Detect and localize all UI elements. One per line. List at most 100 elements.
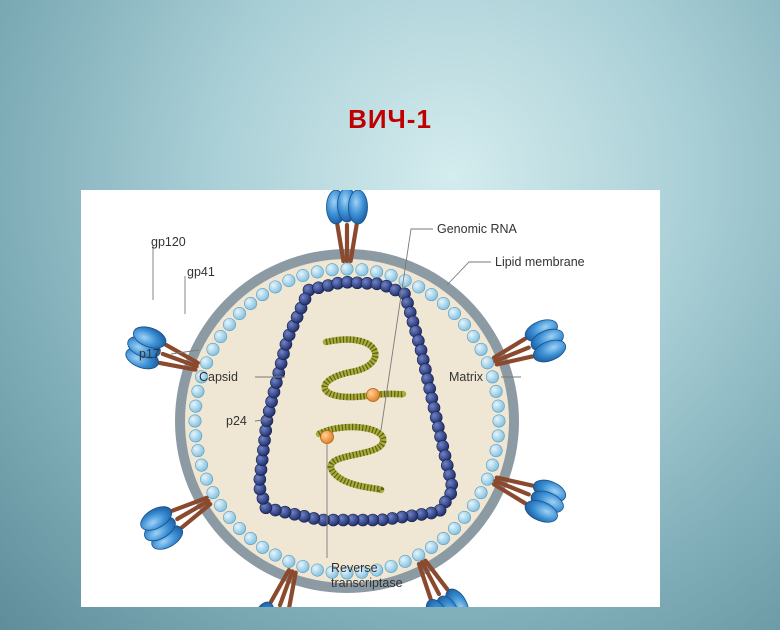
matrix-bead: [480, 472, 494, 486]
matrix-bead: [206, 342, 220, 356]
hiv-structure-diagram: gp120 gp41 p17 Capsid p24 Genomic RNA Li…: [81, 190, 660, 607]
matrix-bead: [189, 399, 203, 413]
gp120-knob: [445, 588, 470, 607]
matrix-bead: [412, 548, 426, 562]
matrix-bead: [474, 342, 488, 356]
gp41-stalk: [157, 360, 198, 372]
matrix-protein-ring: [188, 262, 506, 580]
gp120-knob: [140, 506, 173, 531]
capsid-protein-chain: [253, 275, 459, 527]
matrix-bead: [466, 498, 480, 512]
capsid-bead: [298, 292, 312, 306]
matrix-bead: [447, 521, 461, 535]
matrix-bead: [282, 554, 296, 568]
matrix-bead: [491, 399, 505, 413]
matrix-bead: [296, 559, 310, 573]
matrix-bead: [480, 356, 494, 370]
matrix-bead: [191, 444, 205, 458]
gp41-stalk: [175, 498, 211, 522]
matrix-bead: [466, 330, 480, 344]
matrix-bead: [256, 540, 270, 554]
gp41-stalk: [179, 502, 213, 530]
env-spike: [125, 326, 200, 372]
gp41-stalk: [491, 336, 528, 360]
matrix-bead: [398, 554, 412, 568]
matrix-bead: [457, 318, 471, 332]
envelope-spikes: [125, 190, 567, 607]
env-spike: [140, 495, 213, 550]
gp41-stalk: [494, 354, 535, 367]
matrix-bead: [310, 563, 324, 577]
reverse-transcriptase-enzyme: [366, 388, 380, 402]
genomic-rna-label: Genomic RNA: [437, 222, 518, 236]
slide-title: ВИЧ-1: [348, 104, 432, 134]
lipid-membrane-label: Lipid membrane: [495, 255, 585, 269]
gp41-stalk: [420, 560, 442, 597]
matrix-bead: [223, 318, 237, 332]
matrix-bead: [214, 330, 228, 344]
matrix-bead: [436, 297, 450, 311]
matrix-bead: [370, 265, 384, 279]
matrix-bead: [188, 414, 202, 428]
matrix-bead: [424, 540, 438, 554]
matrix-bead: [191, 384, 205, 398]
matrix-bead: [223, 510, 237, 524]
matrix-bead: [244, 297, 258, 311]
matrix-bead: [340, 262, 354, 276]
gp41-stalk: [494, 475, 535, 488]
matrix-bead: [492, 414, 506, 428]
gp41-stalk: [491, 482, 528, 506]
matrix-bead: [325, 263, 339, 277]
gp41-stalk: [164, 342, 200, 365]
matrix-bead: [457, 510, 471, 524]
gp41-stalk: [286, 570, 298, 607]
gp41-stalk: [493, 478, 531, 497]
matrix-bead: [325, 565, 339, 579]
reverse-transcriptase-label-line1: Reverse: [331, 561, 378, 575]
gp41-label: gp41: [187, 265, 215, 279]
matrix-bead: [370, 563, 384, 577]
matrix-bead: [268, 280, 282, 294]
matrix-bead: [214, 498, 228, 512]
matrix-bead: [244, 531, 258, 545]
matrix-bead: [189, 429, 203, 443]
matrix-bead: [424, 288, 438, 302]
matrix-bead: [200, 356, 214, 370]
reverse-transcriptase-enzyme: [320, 430, 334, 444]
matrix-bead: [233, 307, 247, 321]
matrix-label: Matrix: [449, 370, 484, 384]
gp41-stalk: [416, 561, 433, 601]
matrix-bead: [447, 307, 461, 321]
matrix-bead: [474, 486, 488, 500]
matrix-bead: [398, 274, 412, 288]
gp41-stalk: [277, 569, 295, 607]
env-spike: [491, 475, 567, 523]
env-spike: [326, 190, 368, 264]
matrix-bead: [310, 265, 324, 279]
genomic-rna-helix: [315, 336, 407, 494]
env-spike: [491, 319, 567, 367]
gp41-stalk: [160, 351, 199, 369]
gp41-stalk: [348, 222, 359, 264]
p24-label: p24: [226, 414, 247, 428]
matrix-bead: [195, 458, 209, 472]
matrix-bead: [436, 531, 450, 545]
gp120-knob: [132, 326, 167, 349]
gp41-stalk: [268, 568, 291, 604]
matrix-bead: [355, 565, 369, 579]
reverse-transcriptase-label-line2: transcriptase: [331, 576, 403, 590]
gp120-knob: [425, 599, 450, 607]
env-spike: [252, 568, 298, 607]
p17-leader: [170, 349, 200, 355]
gp120-knob: [252, 601, 275, 607]
lipid-membrane-leader: [446, 261, 491, 286]
matrix-bead: [296, 269, 310, 283]
matrix-bead: [200, 472, 214, 486]
capsid-label: Capsid: [199, 370, 238, 384]
gp120-knob: [524, 500, 558, 523]
matrix-bead: [485, 370, 499, 384]
matrix-bead: [384, 559, 398, 573]
matrix-bead: [340, 566, 354, 580]
matrix-bead: [384, 269, 398, 283]
matrix-bead: [233, 521, 247, 535]
